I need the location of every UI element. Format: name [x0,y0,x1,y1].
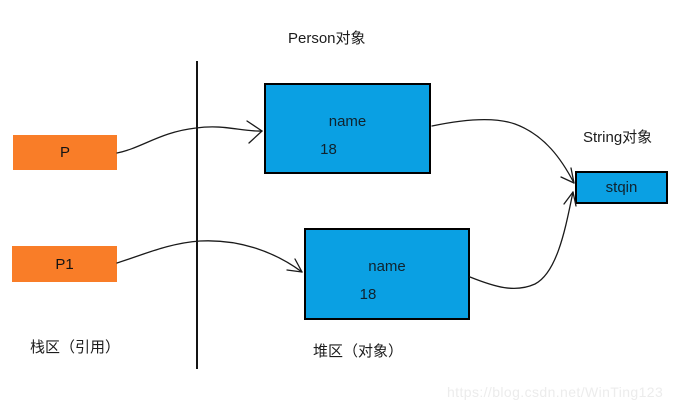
p-reference-label: P [59,144,70,161]
arrow-p1-to-person2 [116,240,303,273]
stack-area-label: 栈区（引用） [30,339,121,356]
string-object-box: stqin [575,171,668,204]
stack-reference-p1: P1 [12,246,117,282]
arrow-p-to-person1 [116,120,263,154]
arrow-person1-to-string [431,119,575,184]
person1-age-field: 18 [320,141,337,158]
blog-watermark: https://blog.csdn.net/WinTing123 [447,384,664,400]
string-object-title: String对象 [583,129,653,146]
heap-person-object-1: name 18 [264,83,431,174]
heap-area-label: 堆区（对象） [313,343,404,360]
person2-age-field: 18 [359,286,377,303]
person2-name-field: name [368,258,406,275]
person1-name-field: name [328,113,367,130]
arrow-person2-to-string [469,191,577,290]
person-object-title: Person对象 [288,30,366,47]
string-value-label: stqin [605,179,638,196]
heap-person-object-2: name 18 [304,228,470,320]
stack-heap-divider-line [196,61,198,369]
stack-reference-p: P [13,135,117,170]
p1-reference-label: P1 [55,255,74,273]
